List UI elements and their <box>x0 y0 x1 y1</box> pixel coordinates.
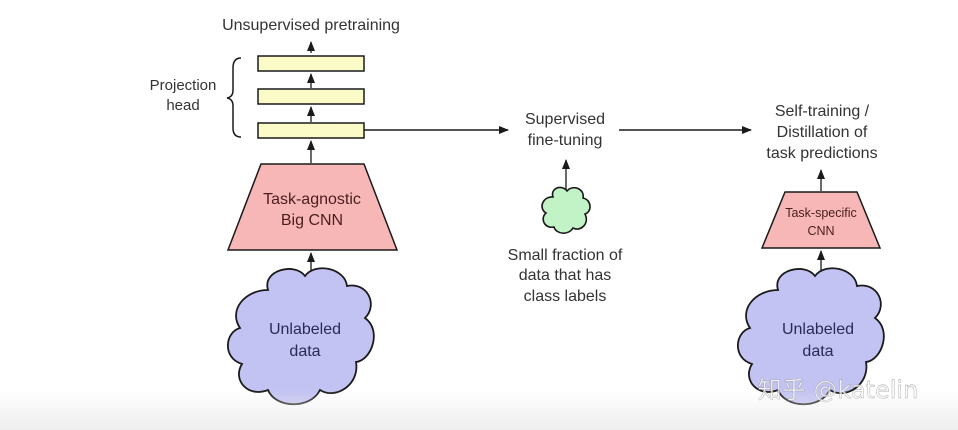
fine-tuning-title-line2: fine-tuning <box>528 132 603 149</box>
unsupervised-pretraining-title: Unsupervised pretraining <box>222 17 400 34</box>
big-cnn-label-line2: Big CNN <box>281 212 343 229</box>
unlabeled-data-cloud-left <box>226 267 375 406</box>
distillation-title-line3: task predictions <box>766 145 877 162</box>
projection-head-label-line2: head <box>166 97 199 114</box>
projection-head-brace <box>226 57 242 138</box>
distillation-title-line2: Distillation of <box>777 124 868 141</box>
unlabeled-data-left-line2: data <box>289 343 320 360</box>
projection-layer-2 <box>257 88 365 105</box>
task-cnn-label-line1: Task-specific <box>785 206 857 220</box>
labeled-data-label-line3: class labels <box>524 288 607 305</box>
labeled-data-cloud <box>541 186 591 234</box>
fine-tuning-title-line1: Supervised <box>525 111 605 128</box>
labeled-data-label-line1: Small fraction of <box>508 247 623 264</box>
unlabeled-data-right-line1: Unlabeled <box>782 321 854 338</box>
task-specific-cnn <box>760 191 882 249</box>
projection-layer-1 <box>257 122 365 139</box>
unlabeled-data-cloud-right <box>736 267 885 406</box>
unlabeled-data-left-line1: Unlabeled <box>269 321 341 338</box>
labeled-data-label-line2: data that has <box>519 267 612 284</box>
projection-head-label-line1: Projection <box>150 77 217 94</box>
task-cnn-label-line2: CNN <box>807 224 834 238</box>
bottom-fade <box>0 390 958 430</box>
unlabeled-data-right-line2: data <box>802 343 833 360</box>
big-cnn-label-line1: Task-agnostic <box>263 191 361 208</box>
distillation-title-line1: Self-training / <box>775 103 870 120</box>
task-agnostic-cnn <box>226 163 399 251</box>
projection-layer-3 <box>257 55 365 72</box>
